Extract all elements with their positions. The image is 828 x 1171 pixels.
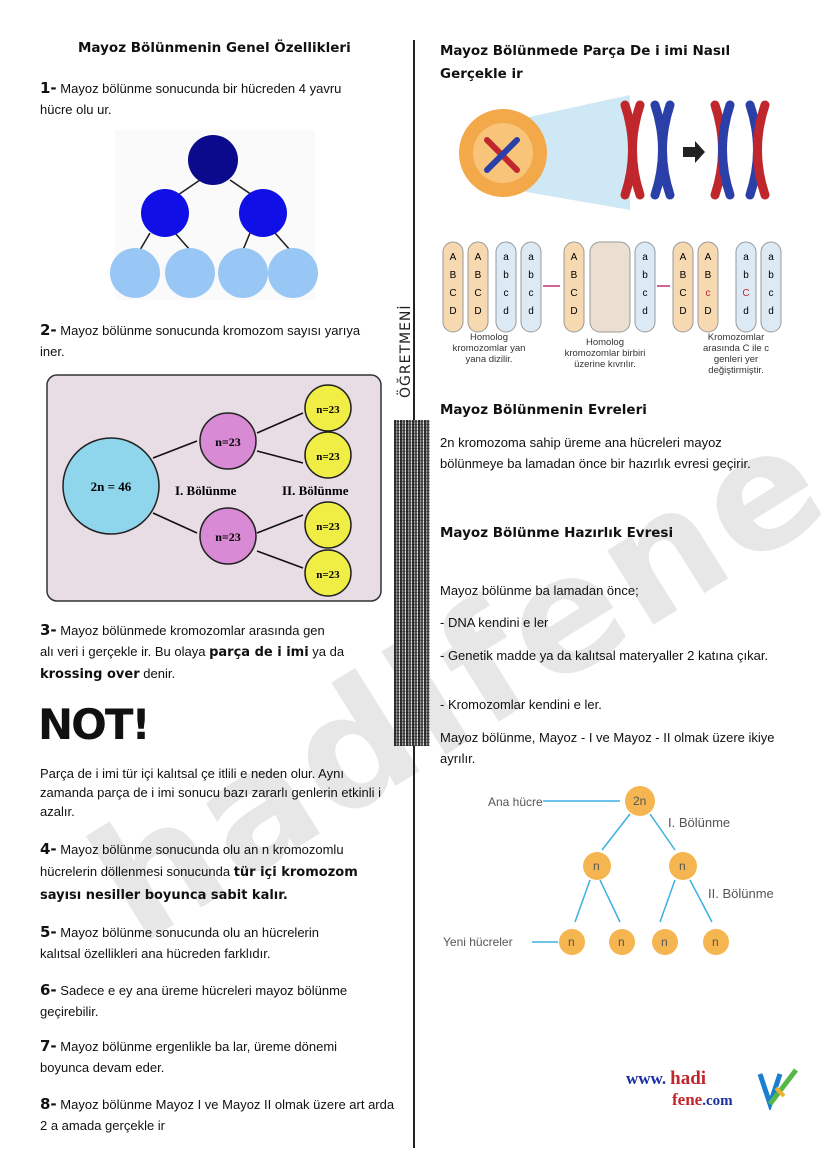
svg-text:B: B xyxy=(705,270,712,281)
gene-D: D xyxy=(449,306,456,317)
item-2: 2- Mayoz bölünme sonucunda kromozom sayı… xyxy=(40,321,361,359)
svg-text:n: n xyxy=(593,859,600,873)
hazirlik-dna: - DNA kendini e ler xyxy=(440,615,549,630)
daughter-cell xyxy=(141,189,189,237)
ana-hucre-label: Ana hücre xyxy=(488,795,543,809)
note-text: Parça de i imi tür içi kalıtsal çe itlil… xyxy=(40,766,382,819)
gene-B: B xyxy=(450,270,457,281)
daughter-cell xyxy=(239,189,287,237)
parent-cell xyxy=(188,135,238,185)
svg-text:n: n xyxy=(712,935,719,949)
svg-text:B: B xyxy=(680,270,687,281)
gene-B: B xyxy=(475,270,482,281)
gene-C: C xyxy=(474,288,481,299)
logo-checkmark-icon xyxy=(757,1068,798,1110)
svg-text:d: d xyxy=(642,306,648,317)
gene-d: d xyxy=(503,306,509,317)
granddaughter-cell xyxy=(268,248,318,298)
gene-c: c xyxy=(504,288,509,299)
item-5: 5- Mayoz bölünme sonucunda olu an hücrel… xyxy=(40,923,320,961)
svg-text:c: c xyxy=(706,288,711,299)
svg-text:b: b xyxy=(768,270,774,281)
hazirlik-intro: Mayoz bölünme ba lamadan önce; xyxy=(440,583,639,598)
granddaughter-cell xyxy=(218,248,268,298)
child-label: n=23 xyxy=(215,435,241,449)
left-title: Mayoz Bölünmenin Genel Özellikleri xyxy=(78,40,351,56)
svg-text:D: D xyxy=(570,306,577,317)
svg-text:B: B xyxy=(571,270,578,281)
svg-text:n: n xyxy=(661,935,668,949)
item-3: 3- Mayoz bölünmede kromozomlar arasında … xyxy=(40,621,345,682)
child-label: n=23 xyxy=(215,530,241,544)
gene-A: A xyxy=(450,252,457,263)
svg-text:A: A xyxy=(571,252,578,263)
svg-text:d: d xyxy=(743,306,749,317)
svg-text:a: a xyxy=(743,252,749,263)
svg-text:a: a xyxy=(642,252,648,263)
yeni-hucreler-label: Yeni hücreler xyxy=(443,935,513,949)
item-7: 7- Mayoz bölünme ergenlikle ba lar, ürem… xyxy=(40,1037,338,1075)
hazirlik-summary: Mayoz bölünme, Mayoz - I ve Mayoz - II o… xyxy=(440,730,775,766)
meiosis-flow-diagram: Ana hücre 2n n n n n n n I. Bölünme II. … xyxy=(443,786,774,955)
gene-c: c xyxy=(529,288,534,299)
hazirlik-kromozom: - Kromozomlar kendini e ler. xyxy=(440,697,602,712)
caption-2: Homolog kromozomlar birbiri üzerine kıvr… xyxy=(564,337,646,370)
svg-text:b: b xyxy=(743,270,749,281)
grand-label: n=23 xyxy=(316,451,340,463)
svg-text:A: A xyxy=(680,252,687,263)
site-logo[interactable]: www. hadi fene.com xyxy=(626,1068,733,1109)
stage1-label: I. Bölünme xyxy=(175,483,237,498)
item-8: 8- Mayoz bölünme Mayoz I ve Mayoz II olm… xyxy=(40,1095,395,1133)
gene-A: A xyxy=(475,252,482,263)
svg-text:D: D xyxy=(679,306,686,317)
grand-label: n=23 xyxy=(316,569,340,581)
grand-label: n=23 xyxy=(316,404,340,416)
svg-text:d: d xyxy=(768,306,774,317)
item-6: 6- Sadece e ey ana üreme hücreleri mayoz… xyxy=(40,981,348,1019)
svg-text:C: C xyxy=(570,288,577,299)
not-logo: NOT! xyxy=(38,700,151,749)
evre-title: Mayoz Bölünmenin Evreleri xyxy=(440,402,647,418)
svg-text:c: c xyxy=(643,288,648,299)
gene-a: a xyxy=(528,252,534,263)
svg-text:n: n xyxy=(568,935,575,949)
svg-text:c: c xyxy=(769,288,774,299)
crossing-over-illustration xyxy=(459,95,770,210)
hazirlik-title: Mayoz Bölünme Hazırlık Evresi xyxy=(440,525,674,541)
svg-text:n: n xyxy=(618,935,625,949)
grand-label: n=23 xyxy=(316,521,340,533)
stage1-label: I. Bölünme xyxy=(668,815,730,830)
gene-D: D xyxy=(474,306,481,317)
homolog-chromosome-diagram: A B C D A B C D a b c d a b c d A B C D … xyxy=(442,241,782,333)
item-4: 4- Mayoz bölünme sonucunda olu an n krom… xyxy=(40,840,358,903)
caption-1: Homolog kromozomlar yan yana dizilir. xyxy=(452,332,526,365)
granddaughter-cell xyxy=(110,248,160,298)
svg-text:a: a xyxy=(768,252,774,263)
item-1: 1- Mayoz bölünme sonucunda bir hücreden … xyxy=(40,79,342,117)
gene-a: a xyxy=(503,252,509,263)
svg-text:C: C xyxy=(742,288,749,299)
svg-text:D: D xyxy=(704,306,711,317)
side-strip-image xyxy=(394,420,430,746)
gene-d: d xyxy=(528,306,534,317)
parent-label: 2n = 46 xyxy=(91,479,132,494)
gene-b: b xyxy=(503,270,509,281)
stage2-label: II. Bölünme xyxy=(708,886,774,901)
gene-C: C xyxy=(449,288,456,299)
hazirlik-genetik: - Genetik madde ya da kalıtsal materyall… xyxy=(440,648,769,663)
svg-text:C: C xyxy=(679,288,686,299)
svg-text:n: n xyxy=(679,859,686,873)
two-n-label: 2n xyxy=(633,794,646,808)
svg-text:b: b xyxy=(642,270,648,281)
chromosome-halving-figure: 2n = 46 n=23 n=23 n=23 n=23 n=23 n=23 I.… xyxy=(46,374,382,602)
svg-text:A: A xyxy=(705,252,712,263)
gene-b: b xyxy=(528,270,534,281)
stage2-label: II. Bölünme xyxy=(282,483,349,498)
side-strip-text: ÖĞRETMENİ xyxy=(398,304,414,398)
granddaughter-cell xyxy=(165,248,215,298)
cell-division-tree xyxy=(110,130,318,300)
evre-text: 2n kromozoma sahip üreme ana hücreleri m… xyxy=(440,435,751,471)
caption-3: Kromozomlar arasında C ile c genleri yer… xyxy=(702,332,769,376)
